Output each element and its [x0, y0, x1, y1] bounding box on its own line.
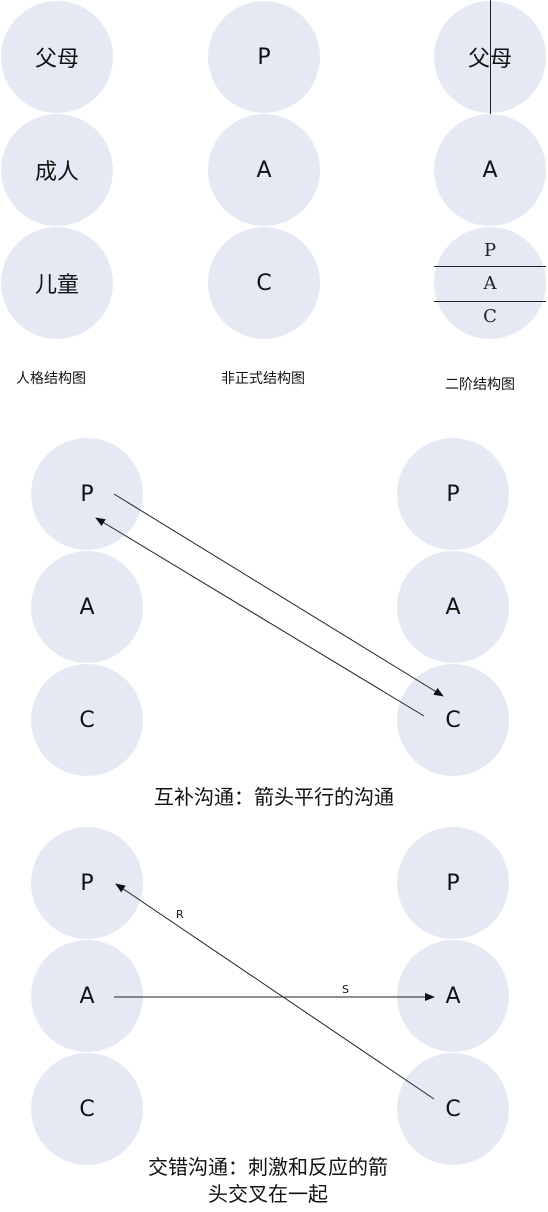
complementary-left-c-circle: C [31, 664, 143, 776]
informal-adult-circle: A [208, 114, 320, 226]
second-order-child-p-label: P [483, 240, 497, 261]
crossed-response-arrow [115, 883, 435, 1100]
complementary-left-p-label: P [80, 481, 94, 507]
informal-parent-label: P [257, 44, 271, 70]
complementary-left-a-label: A [79, 594, 95, 620]
second-order-parent-label: 父母 [467, 47, 512, 72]
crossed-left-p-label: P [80, 870, 94, 896]
informal-caption: 非正式结构图 [221, 371, 305, 387]
crossed-left-a-circle: A [31, 940, 143, 1052]
crossed-stimulus-label: S [342, 983, 349, 996]
personality-parent-label: 父母 [34, 47, 79, 72]
complementary-right-a-circle: A [397, 551, 509, 663]
informal-parent-circle: P [208, 1, 320, 113]
second-order-child-c-label: C [483, 306, 497, 327]
personality-caption: 人格结构图 [16, 371, 86, 387]
crossed-right-c-circle: C [397, 1053, 509, 1165]
crossed-left-a-label: A [79, 983, 95, 1009]
crossed-left-c-circle: C [31, 1053, 143, 1165]
second-order-child-divider-bottom [434, 301, 546, 302]
informal-child-label: C [256, 270, 272, 296]
personality-adult-circle: 成人 [1, 114, 113, 226]
complementary-right-c-circle: C [397, 664, 509, 776]
complementary-left-c-label: C [79, 707, 95, 733]
personality-parent-circle: 父母 [1, 1, 113, 113]
complementary-response-arrow [95, 517, 425, 717]
complementary-right-a-label: A [445, 594, 461, 620]
crossed-caption-line2: 头交叉在一起 [208, 1182, 328, 1206]
crossed-right-p-label: P [446, 870, 460, 896]
crossed-response-label: R [176, 908, 184, 921]
second-order-child-a-label: A [483, 273, 497, 294]
second-order-parent-divider [490, 0, 491, 114]
complementary-left-p-circle: P [31, 438, 143, 550]
crossed-right-a-label: A [445, 983, 461, 1009]
personality-child-label: 儿童 [34, 273, 79, 298]
crossed-right-c-label: C [445, 1096, 461, 1122]
complementary-right-c-label: C [445, 707, 461, 733]
personality-child-circle: 儿童 [1, 227, 113, 339]
second-order-caption: 二阶结构图 [445, 377, 515, 393]
crossed-left-p-circle: P [31, 827, 143, 939]
second-order-child-divider-top [434, 266, 546, 267]
complementary-right-p-label: P [446, 481, 460, 507]
complementary-stimulus-arrow [113, 493, 444, 697]
second-order-adult-label: A [482, 157, 498, 183]
complementary-right-p-circle: P [397, 438, 509, 550]
complementary-caption: 互补沟通：箭头平行的沟通 [154, 785, 394, 809]
personality-adult-label: 成人 [34, 160, 79, 185]
crossed-right-a-circle: A [397, 940, 509, 1052]
informal-adult-label: A [256, 157, 272, 183]
second-order-adult-circle: A [434, 114, 546, 226]
crossed-right-p-circle: P [397, 827, 509, 939]
crossed-left-c-label: C [79, 1096, 95, 1122]
complementary-left-a-circle: A [31, 551, 143, 663]
second-order-child-circle [434, 227, 546, 339]
informal-child-circle: C [208, 227, 320, 339]
crossed-caption-line1: 交错沟通：刺激和反应的箭 [148, 1155, 388, 1179]
